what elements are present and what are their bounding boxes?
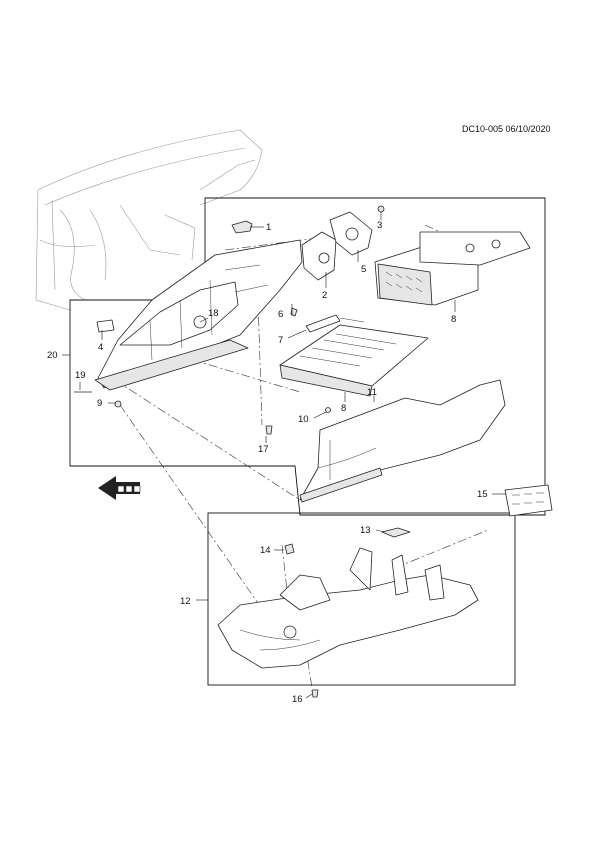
- callout-13: 13: [360, 525, 371, 536]
- screw-part: [377, 205, 385, 213]
- lower-assembly-frame: [207, 512, 516, 686]
- callout-6: 6: [278, 309, 283, 320]
- callout-12: 12: [180, 596, 191, 607]
- damper-rod-part: [305, 314, 365, 333]
- dashboard-ghost-outline: [35, 129, 263, 311]
- storage-tray-lower-part: [279, 324, 429, 397]
- callout-3: 3: [377, 220, 382, 231]
- callout-labels: 1 2 3 4 5 6 7 8 8 9 10 11 12 13 14 15 16…: [47, 220, 488, 705]
- storage-tray-upper-part: [374, 231, 531, 306]
- control-switch-part: [504, 484, 553, 517]
- vehicle-front-arrow-icon: [98, 476, 141, 500]
- callout-11: 11: [367, 387, 377, 398]
- callout-16: 16: [292, 694, 303, 705]
- retainer-clip-part: [284, 543, 295, 555]
- callout-8-lower: 8: [341, 403, 346, 414]
- document-code: DC10-005 06/10/2020: [462, 124, 551, 134]
- callout-9: 9: [97, 398, 102, 409]
- callout-8-upper: 8: [451, 314, 456, 325]
- callout-18: 18: [208, 308, 219, 319]
- callout-1: 1: [266, 222, 271, 233]
- bracket-part: [381, 527, 411, 538]
- callout-7: 7: [278, 335, 283, 346]
- glovebox-housing-part: [94, 239, 303, 391]
- callout-19: 19: [75, 370, 86, 381]
- callout-15: 15: [477, 489, 488, 500]
- callout-4: 4: [98, 342, 103, 353]
- clip-part: [231, 220, 253, 234]
- callout-5: 5: [361, 264, 366, 275]
- fasteners: [74, 307, 331, 698]
- lower-trim-panel-part: [217, 547, 479, 669]
- leader-lines: [62, 212, 506, 699]
- callout-14: 14: [260, 545, 271, 556]
- latch-mechanism-part: [301, 211, 373, 281]
- callout-20: 20: [47, 350, 58, 361]
- callout-10: 10: [298, 414, 309, 425]
- glovebox-door-part: [299, 379, 506, 503]
- callout-17: 17: [258, 444, 269, 455]
- callout-2: 2: [322, 290, 327, 301]
